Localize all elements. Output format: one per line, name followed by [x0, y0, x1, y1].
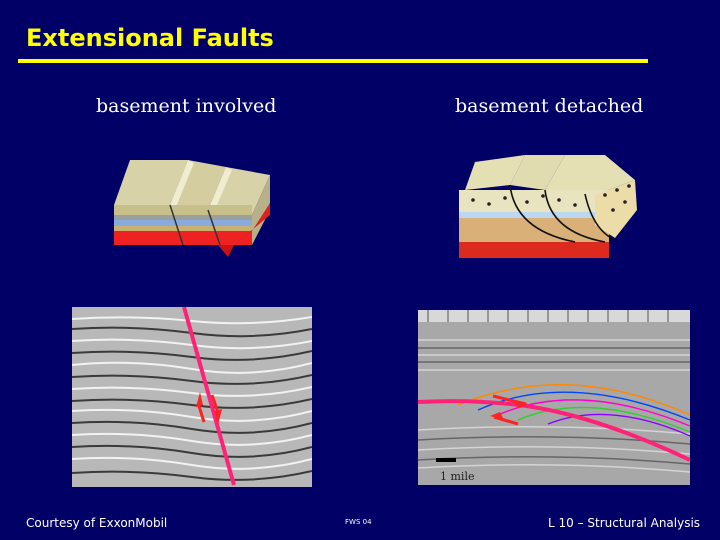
courtesy-footer: Courtesy of ExxonMobil	[26, 516, 167, 530]
lecture-footer: L 10 – Structural Analysis	[548, 516, 700, 530]
scale-bar-label: 1 mile	[440, 470, 474, 483]
basement-involved-block-diagram	[108, 155, 278, 260]
slide-code: FWS 04	[345, 518, 372, 526]
basement-involved-label: basement involved	[96, 95, 276, 117]
seismic-section-left	[72, 307, 312, 487]
seismic-section-right	[418, 310, 690, 485]
slide-title: Extensional Faults	[26, 24, 274, 52]
basement-detached-label: basement detached	[455, 95, 643, 117]
title-underline	[18, 59, 648, 63]
basement-detached-block-diagram	[455, 150, 640, 262]
